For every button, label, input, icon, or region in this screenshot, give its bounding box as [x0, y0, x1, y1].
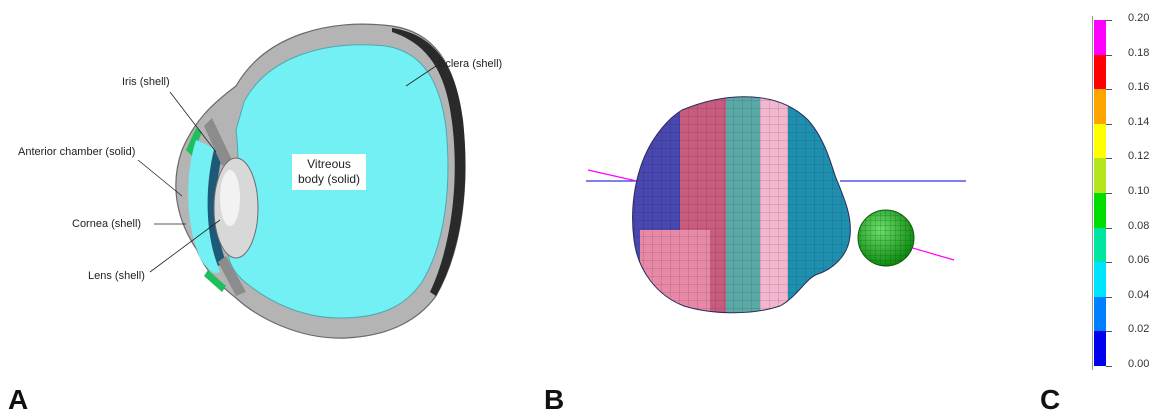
eyeball-outline	[632, 96, 851, 314]
colorbar-tick-label: 0.06	[1128, 254, 1150, 267]
leader-lens	[149, 219, 221, 273]
colorbar-swatch	[1094, 262, 1106, 298]
colorbar-swatch	[1094, 54, 1106, 90]
sclera-dark-rim	[392, 28, 466, 296]
colorbar-swatch	[1094, 20, 1106, 56]
colorbar-tick-label: 0.20	[1128, 12, 1150, 24]
iris-shell	[204, 118, 232, 166]
label-lens: Lens (shell)	[88, 270, 145, 282]
lens-highlight	[220, 170, 240, 226]
leader-anterior	[137, 159, 183, 197]
cornea-green-bottom	[204, 270, 226, 292]
vitreous-line-2: body (solid)	[298, 172, 361, 186]
iris-shell-lower	[218, 256, 246, 296]
vitreous-line-1: Vitreous	[307, 157, 351, 171]
colorbar-tick-label: 0.18	[1128, 46, 1150, 59]
colorbar-tick-label: 0.10	[1128, 185, 1150, 197]
label-iris: Iris (shell)	[122, 76, 170, 88]
colorbar-swatch	[1094, 193, 1106, 229]
colorbar-tick-mark	[1106, 20, 1112, 21]
label-sclera: Sclera (shell)	[438, 58, 503, 70]
projectile-mesh	[858, 210, 914, 266]
label-vitreous-body: Vitreous body (solid)	[292, 154, 367, 190]
colorbar-tick-mark	[1106, 123, 1112, 125]
colorbar-swatch	[1094, 227, 1106, 263]
colorbar-tick-label: 0.04	[1128, 288, 1150, 301]
leader-iris	[169, 91, 217, 153]
colorbar-tick-label: 0.14	[1128, 115, 1150, 128]
panel-letter-b: B	[544, 384, 565, 415]
eye-cross-section	[137, 23, 466, 339]
colorbar-tick-label: 0.00	[1128, 358, 1150, 370]
colorbar-swatch	[1094, 89, 1106, 125]
iris-dark	[207, 150, 226, 266]
colorbar-tick-label: 0.12	[1128, 150, 1150, 163]
mesh-bands	[632, 96, 851, 313]
mesh-overlay	[632, 96, 851, 313]
colorbar-tick-mark	[1106, 227, 1112, 229]
colorbar-tick-mark	[1106, 158, 1112, 160]
mesh-model	[586, 96, 966, 314]
colorbar-tick-mark	[1106, 89, 1112, 91]
label-anterior-chamber: Anterior chamber (solid)	[18, 146, 136, 158]
colorbar-tick-label: 0.16	[1128, 81, 1150, 94]
colorbar-tick-mark	[1106, 193, 1112, 194]
colorbar-tick-mark	[1106, 262, 1112, 264]
colorbar-swatch	[1094, 331, 1106, 367]
colorbar-swatch	[1094, 158, 1106, 194]
colorbar-swatch	[1094, 296, 1106, 332]
leader-sclera	[405, 65, 437, 87]
panel-letter-c: C	[1040, 384, 1061, 415]
colorbar-tick-mark	[1106, 331, 1112, 333]
colorbar-swatch	[1094, 123, 1106, 159]
label-cornea: Cornea (shell)	[72, 218, 142, 230]
cornea-green-top	[186, 128, 202, 156]
colorbar-tick-mark	[1106, 296, 1112, 298]
colorbar-frame	[1092, 16, 1109, 370]
colorbar-tick-label: 0.08	[1128, 219, 1150, 232]
colorbar-tick-mark	[1106, 366, 1112, 367]
colorbar-tick-label: 0.02	[1128, 323, 1150, 336]
colorbar	[1092, 16, 1108, 370]
colorbar-tick-mark	[1106, 54, 1112, 56]
panel-letter-a: A	[8, 384, 29, 415]
